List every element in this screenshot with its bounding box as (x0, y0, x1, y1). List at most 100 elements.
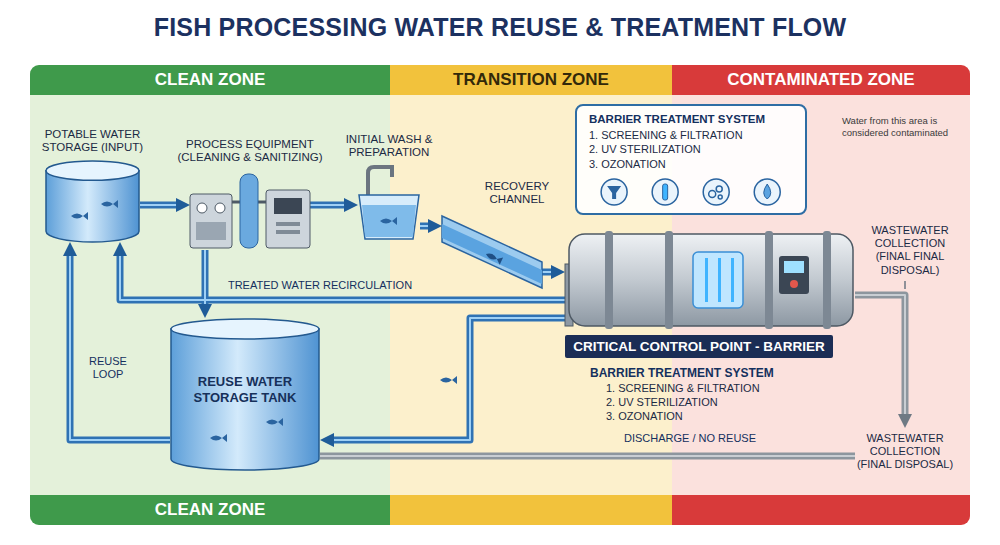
text-holder: DISCHARGE / NO REUSE (624, 432, 756, 445)
transition-footer-bar (390, 495, 672, 525)
contaminated-header-bar (672, 65, 970, 95)
text-holder: CLEAN ZONE (30, 495, 390, 525)
fish-icon (71, 212, 88, 220)
text-holder: INITIAL WASH & PREPARATION (332, 133, 446, 159)
text-holder: BARRIER TREATMENT SYSTEM (589, 113, 793, 125)
uv-glyph (663, 184, 668, 200)
text-holder: PROCESS EQUIPMENT (CLEANING & SANITIZING… (160, 138, 340, 164)
treatment-step: 1. SCREENING & FILTRATION (589, 128, 793, 142)
node-heading: INITIAL WASH & PREPARATION (332, 133, 446, 159)
disposal-point: WASTEWATER COLLECTION (FINAL DISPOSAL) (855, 428, 955, 474)
text-holder: WASTEWATER COLLECTION (FINAL FINAL DISPO… (860, 224, 960, 277)
filter-column (240, 174, 258, 248)
node-heading: PROCESS EQUIPMENT (CLEANING & SANITIZING… (160, 138, 340, 164)
vessel-ring (605, 231, 613, 329)
ozone-glyph (709, 190, 716, 197)
basin (359, 195, 419, 239)
shape-channel (442, 212, 542, 290)
ozone-glyph (716, 186, 722, 192)
water-pipe (202, 250, 209, 304)
vessel-ring (823, 231, 831, 329)
shape-panel (577, 174, 809, 210)
pipe-highlight (70, 256, 170, 440)
fish-icon (440, 376, 457, 384)
pipe-highlight (310, 204, 344, 206)
text-holder: POTABLE WATER STORAGE (INPUT) (35, 128, 150, 154)
wash-basin: INITIAL WASH & PREPARATION (358, 165, 420, 240)
treatment-step: 2. UV STERILIZATION (606, 396, 718, 408)
vent (276, 230, 300, 234)
zone-band: POTABLE WATER STORAGE (INPUT) PROCESS EQU… (30, 65, 390, 525)
tank-label: REUSE WATER STORAGE TANK (180, 374, 310, 405)
tank-lid (46, 161, 139, 180)
title-holder: FISH PROCESSING WATER REUSE & TREATMENT … (0, 13, 1000, 42)
text-holder: 3. OZONATION (606, 410, 683, 422)
node-heading: POTABLE WATER STORAGE (INPUT) (35, 128, 150, 154)
barrier-unit: CRITICAL CONTROL POINT - BARRIER (565, 226, 855, 331)
treatment-step: 3. OZONATION (606, 410, 683, 422)
text-holder: 2. UV STERILIZATION (589, 142, 793, 156)
control-screen (784, 261, 804, 273)
equipment-cabinet (190, 194, 232, 248)
text-holder: TRANSITION ZONE (390, 65, 672, 95)
channel-water (442, 224, 542, 284)
reuse-tank: REUSE WATER STORAGE TANK (170, 318, 320, 470)
leader-line (904, 281, 906, 289)
icon-circle (652, 179, 678, 205)
uv-lamp (731, 258, 734, 302)
shape-process (190, 172, 310, 250)
text-holder: REUSE WATER STORAGE TANK (180, 374, 310, 405)
pipe-stub (258, 201, 266, 204)
treatment-panel: BARRIER TREATMENT SYSTEM 1. SCREENING & F… (575, 104, 807, 215)
water-pipe (334, 318, 565, 440)
disposal-label: WASTEWATER COLLECTION (FINAL DISPOSAL) (855, 432, 955, 472)
vessel-ring (765, 231, 773, 329)
control-panel (196, 222, 226, 240)
pipe-highlight (140, 204, 176, 206)
disposal-label: WASTEWATER COLLECTION (FINAL FINAL DISPO… (860, 224, 960, 277)
indicator-light (790, 280, 798, 288)
equipment-cabinet (266, 190, 310, 248)
shape-tank (45, 160, 140, 242)
icon-circle (601, 179, 627, 205)
water-pipe (320, 453, 855, 460)
drop-glyph (764, 184, 771, 199)
filter-glyph (607, 186, 621, 199)
pipe-highlight (204, 250, 206, 304)
treatment-step: 1. SCREENING & FILTRATION (606, 382, 760, 394)
ozone-glyph (718, 195, 722, 199)
tank-body (46, 171, 139, 242)
water-pipe (542, 269, 551, 276)
icon-badge (601, 179, 627, 205)
text-holder: 1. SCREENING & FILTRATION (589, 128, 793, 142)
vent (276, 222, 300, 226)
fish-icon (484, 250, 503, 264)
tank-lid (171, 319, 319, 339)
flow-label: REUSE LOOP (80, 355, 136, 381)
uv-window (693, 252, 743, 308)
basin-water (362, 205, 416, 237)
panel-heading: BARRIER TREATMENT SYSTEM (589, 113, 793, 125)
pipe-highlight (320, 455, 855, 457)
pipe-highlight (420, 225, 428, 227)
text-holder: CLEAN ZONE (30, 65, 390, 95)
gauge (215, 203, 225, 213)
text-holder: RECOVERY CHANNEL (472, 180, 562, 206)
fish-icon (266, 418, 283, 426)
fish-icon (101, 200, 118, 208)
zone-grounds (30, 65, 970, 525)
text-holder: WASTEWATER COLLECTION (FINAL DISPOSAL) (855, 432, 955, 472)
icon-badge (652, 179, 678, 205)
zone-heading: TRANSITION ZONE (390, 65, 672, 95)
ccp-banner: CRITICAL CONTROL POINT - BARRIER (565, 335, 833, 358)
fish-icon (380, 217, 397, 225)
clean-header-bar (30, 65, 390, 95)
icon-badge (754, 179, 780, 205)
shape-machine (565, 226, 855, 331)
diagram-title: FISH PROCESSING WATER REUSE & TREATMENT … (0, 13, 1000, 42)
control-box (779, 256, 809, 294)
text-holder: 1. SCREENING & FILTRATION (606, 382, 760, 394)
text-holder: TREATED WATER RECIRCULATION (228, 279, 412, 292)
gauge (197, 203, 207, 213)
system-heading: BARRIER TREATMENT SYSTEM (590, 366, 774, 380)
